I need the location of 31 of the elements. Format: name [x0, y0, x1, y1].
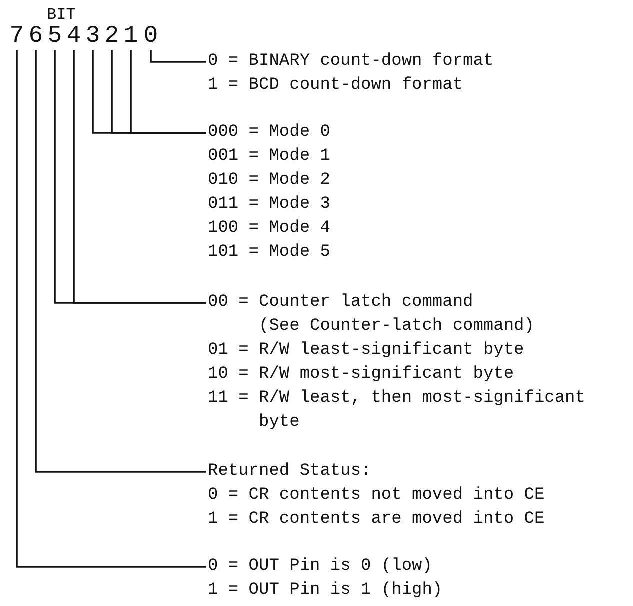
field-description: 0 = BINARY count-down format	[208, 51, 495, 73]
field-description: 100 = Mode 4	[208, 218, 332, 240]
field-description: 001 = Mode 1	[208, 146, 332, 168]
bit-number: 5	[46, 24, 64, 50]
field-description: (See Counter-latch command)	[258, 316, 536, 338]
field-description: 101 = Mode 5	[208, 242, 332, 264]
bit-number: 0	[142, 24, 160, 50]
leader-line	[92, 50, 206, 134]
field-description: 01 = R/W least-significant byte	[208, 340, 526, 362]
leader-line	[35, 50, 206, 473]
field-description: 00 = Counter latch command	[208, 292, 474, 314]
bit-number: 2	[102, 24, 122, 50]
field-description: 011 = Mode 3	[208, 194, 332, 216]
bit-number: 6	[26, 24, 46, 50]
field-description: 1 = CR contents are moved into CE	[208, 509, 546, 531]
field-description: 0 = OUT Pin is 0 (low)	[208, 556, 434, 578]
field-description: 010 = Mode 2	[208, 170, 332, 192]
field-description: 000 = Mode 0	[208, 122, 332, 144]
leader-line	[16, 50, 206, 568]
leader-line	[150, 50, 206, 63]
field-description: 0 = CR contents not moved into CE	[208, 485, 546, 507]
field-heading: Returned Status:	[208, 461, 372, 483]
bit-heading: BIT	[47, 6, 76, 24]
bit-number: 1	[122, 24, 140, 50]
bit-number: 3	[84, 24, 102, 50]
field-description: 10 = R/W most-significant byte	[208, 364, 516, 386]
field-description: 1 = OUT Pin is 1 (high)	[208, 580, 444, 602]
field-description: 1 = BCD count-down format	[208, 75, 464, 97]
bit-number: 4	[64, 24, 84, 50]
field-description: 11 = R/W least, then most-significant byte	[208, 388, 586, 434]
bit-number: 7	[8, 24, 26, 50]
